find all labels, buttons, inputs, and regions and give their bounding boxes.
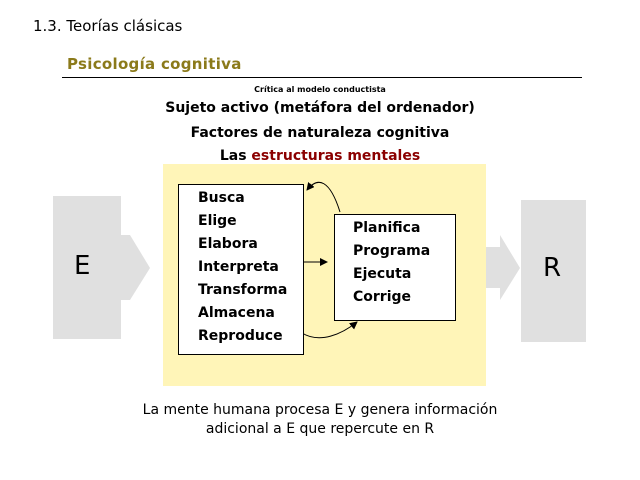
- conclusion-line-2: adicional a E que repercute en R: [205, 421, 435, 437]
- title-divider: [62, 77, 582, 78]
- operations-box: Busca Elige Elabora Interpreta Transform…: [178, 184, 304, 355]
- slide-title: Psicología cognitiva: [67, 55, 242, 73]
- input-letter-e: E: [74, 251, 91, 281]
- intro-line-mental-structures: Las estructuras mentales: [0, 148, 640, 164]
- intro-line-active-subject: Sujeto activo (metáfora del ordenador): [165, 100, 475, 116]
- operation-item: Almacena: [198, 305, 275, 321]
- input-block-arrow: [53, 196, 150, 339]
- control-item: Planifica: [353, 220, 421, 236]
- conclusion-line-1: La mente humana procesa E y genera infor…: [142, 402, 498, 418]
- operation-item: Interpreta: [198, 259, 279, 275]
- control-item: Corrige: [353, 289, 412, 305]
- operation-item: Transforma: [198, 282, 288, 298]
- control-item: Programa: [353, 243, 431, 259]
- return-arrow-icon: [301, 321, 358, 339]
- feedback-arrow-icon: [306, 181, 341, 213]
- output-letter-r: R: [543, 253, 562, 283]
- section-number: 1.3. Teorías clásicas: [33, 17, 183, 35]
- operation-item: Reproduce: [198, 328, 283, 344]
- mental-structures-prefix: Las: [219, 148, 252, 164]
- critic-label: Crítica al modelo conductista: [254, 85, 386, 94]
- output-block-arrow: [486, 200, 586, 342]
- operation-item: Elige: [198, 213, 237, 229]
- operation-item: Busca: [198, 190, 245, 206]
- mental-structures-highlight: estructuras mentales: [251, 148, 421, 164]
- intro-line-cognitive-factors: Factores de naturaleza cognitiva: [190, 125, 450, 141]
- control-box: Planifica Programa Ejecuta Corrige: [334, 214, 456, 321]
- control-item: Ejecuta: [353, 266, 412, 282]
- operation-item: Elabora: [198, 236, 258, 252]
